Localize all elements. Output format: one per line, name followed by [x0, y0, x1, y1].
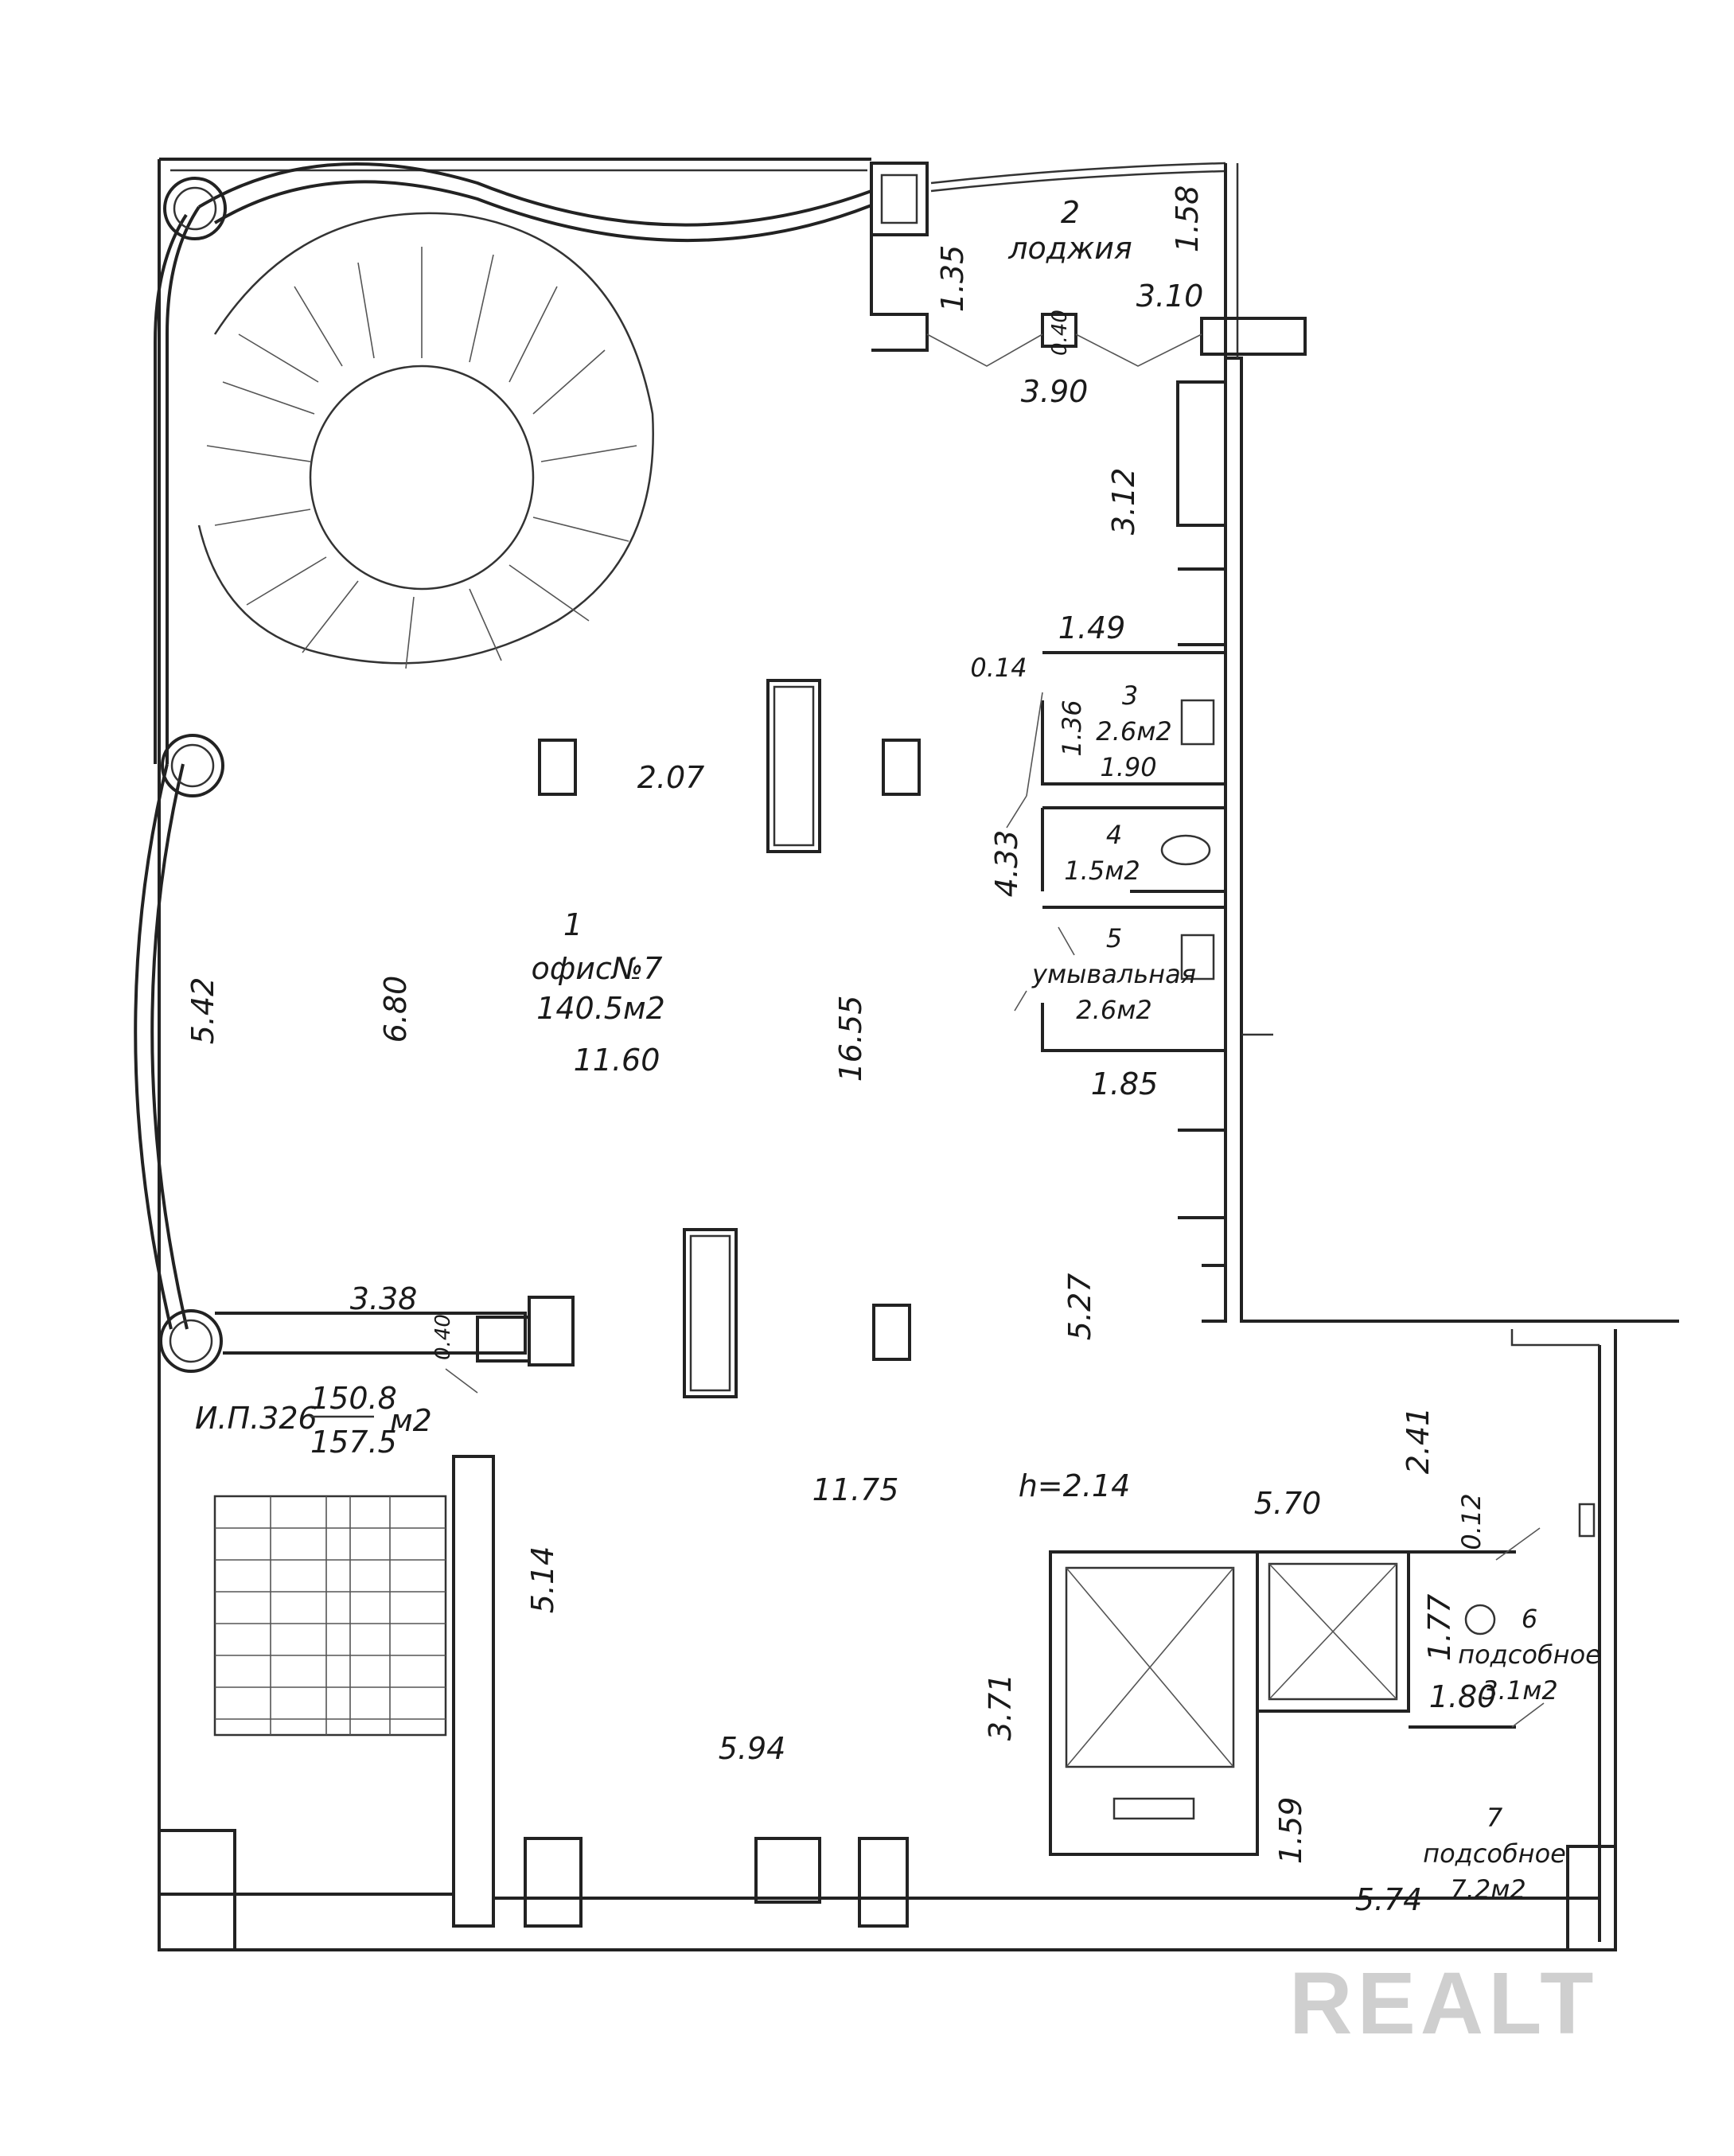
dim-1-90: 1.90: [1100, 752, 1156, 782]
dim-1-36: 1.36: [1057, 700, 1087, 756]
dim-2-07: 2.07: [637, 760, 705, 795]
leader-lines: [445, 692, 1545, 1728]
room6-name: подсобное: [1458, 1639, 1601, 1670]
inventory-unit: м2: [390, 1403, 432, 1438]
dim-5-74: 5.74: [1355, 1882, 1423, 1917]
dim-1-35: 1.35: [935, 245, 970, 313]
dim-5-42: 5.42: [185, 977, 220, 1045]
spiral-staircase: [197, 212, 654, 669]
ceiling-height: h=2.14: [1019, 1468, 1131, 1503]
dim-16-55: 16.55: [833, 996, 868, 1082]
dim-3-10: 3.10: [1136, 279, 1204, 314]
watermark: REALT: [1289, 1955, 1598, 2053]
room5-number: 5: [1106, 923, 1122, 953]
loggia-name: лоджия: [1007, 231, 1132, 266]
inventory-label: И.П.326 150.8 157.5 м2: [195, 1381, 432, 1460]
room5-name: умывальная: [1031, 959, 1196, 989]
room3-area: 2.6м2: [1096, 716, 1171, 747]
room7-name: подсобное: [1423, 1838, 1566, 1869]
dim-5-14: 5.14: [525, 1546, 560, 1614]
dim-0-12: 0.12: [1456, 1493, 1487, 1550]
office-area: 140.5м2: [536, 991, 665, 1026]
room3-number: 3: [1122, 680, 1138, 711]
dim-2-41: 2.41: [1401, 1407, 1436, 1475]
room4-number: 4: [1106, 820, 1122, 850]
dim-3-38: 3.38: [350, 1281, 418, 1316]
room6-number: 6: [1522, 1604, 1537, 1634]
inventory-area-top: 150.8: [310, 1381, 397, 1416]
room5-area: 2.6м2: [1076, 995, 1151, 1025]
dim-11-60: 11.60: [574, 1043, 660, 1078]
dim-5-70: 5.70: [1254, 1486, 1322, 1521]
dim-3-12: 3.12: [1106, 468, 1141, 536]
dim-0-40-mid: 0.40: [431, 1314, 455, 1360]
dim-1-49: 1.49: [1058, 610, 1126, 645]
dim-0-14: 0.14: [970, 653, 1027, 683]
dim-3-71: 3.71: [983, 1674, 1018, 1741]
room7-number: 7: [1487, 1803, 1503, 1833]
dim-5-27: 5.27: [1062, 1273, 1097, 1341]
dim-4-33: 4.33: [989, 830, 1024, 898]
room-labels: 1 офис№7 140.5м2 2 лоджия 3 2.6м2 4 1.5м…: [531, 195, 1600, 1905]
inventory-prefix: И.П.326: [195, 1401, 318, 1436]
room4-area: 1.5м2: [1064, 856, 1140, 886]
room7-area: 7.2м2: [1450, 1874, 1526, 1905]
office-name: офис№7: [531, 951, 662, 986]
dim-6-80: 6.80: [378, 976, 413, 1043]
dim-1-77: 1.77: [1422, 1594, 1457, 1662]
dim-0-40-top: 0.40: [1048, 310, 1072, 356]
dim-1-80: 1.80: [1429, 1679, 1497, 1714]
dim-1-85: 1.85: [1091, 1066, 1159, 1101]
stair-treads: [215, 1496, 446, 1735]
room6-area: 3.1м2: [1482, 1675, 1557, 1706]
dim-3-90: 3.90: [1021, 374, 1089, 409]
loggia-number: 2: [1061, 195, 1080, 230]
dim-5-94: 5.94: [719, 1731, 786, 1766]
dimension-labels: 1.35 1.58 3.10 0.40 3.90 3.12 1.49 0.14 …: [185, 185, 1496, 1917]
walls: [134, 158, 1679, 1951]
dim-11-75: 11.75: [812, 1472, 899, 1507]
inventory-area-bottom: 157.5: [310, 1425, 397, 1460]
dim-1-58: 1.58: [1170, 185, 1205, 253]
dim-1-59: 1.59: [1273, 1797, 1308, 1865]
office-fixtures: [538, 679, 921, 1398]
office-number: 1: [563, 907, 583, 942]
